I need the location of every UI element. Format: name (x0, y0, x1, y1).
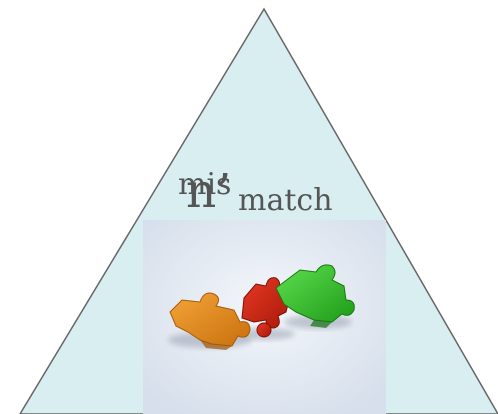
orange-puzzle-piece (169, 292, 251, 350)
slide-text-fragment: n’ (186, 164, 232, 219)
word-suffix-match: match (238, 183, 333, 218)
puzzle-pieces-icon (168, 264, 355, 350)
word-prefix-mis: mis (178, 167, 232, 202)
green-puzzle-piece (275, 264, 355, 328)
